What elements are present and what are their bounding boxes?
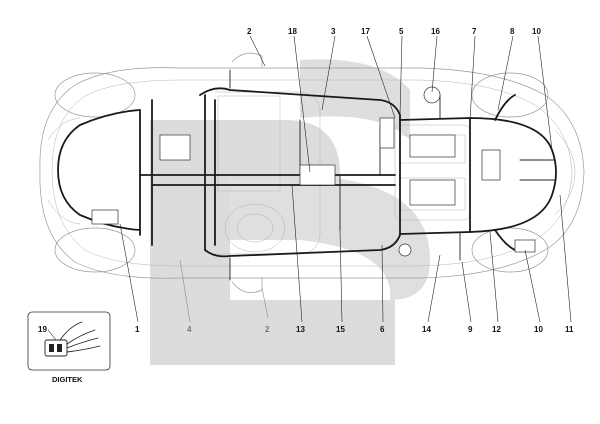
- callout-15: 15: [336, 325, 345, 334]
- callout-12: 12: [492, 325, 501, 334]
- callout-1: 1: [135, 325, 140, 334]
- callout-18: 18: [288, 27, 297, 36]
- callout-7: 7: [472, 27, 477, 36]
- callout-labels: 2 18 3 17 5 16 7 8 10 1 4 2 13 15 6 14 9…: [135, 27, 574, 334]
- callout-13: 13: [296, 325, 305, 334]
- components: [91, 86, 536, 257]
- callout-11: 11: [565, 325, 574, 334]
- callout-16: 16: [431, 27, 440, 36]
- watermark-logo: [150, 59, 430, 365]
- callout-2-top: 2: [247, 27, 252, 36]
- leader-lines: [119, 35, 572, 323]
- callout-10-top: 10: [532, 27, 541, 36]
- connector-plug: [44, 321, 101, 357]
- callout-10-bottom: 10: [534, 325, 543, 334]
- callout-3: 3: [331, 27, 336, 36]
- callout-6: 6: [380, 325, 385, 334]
- callout-8: 8: [510, 27, 515, 36]
- callout-9: 9: [468, 325, 473, 334]
- car-body-outline: [39, 52, 585, 293]
- callout-4: 4: [187, 325, 192, 334]
- digitek-label: DIGITEK: [52, 375, 83, 384]
- callout-2-bottom: 2: [265, 325, 270, 334]
- callout-19: 19: [38, 325, 47, 334]
- callout-17: 17: [361, 27, 370, 36]
- callout-5: 5: [399, 27, 404, 36]
- callout-14: 14: [422, 325, 431, 334]
- wiring-harness: [57, 69, 557, 281]
- digitek-inset: 19 DIGITEK: [27, 311, 111, 384]
